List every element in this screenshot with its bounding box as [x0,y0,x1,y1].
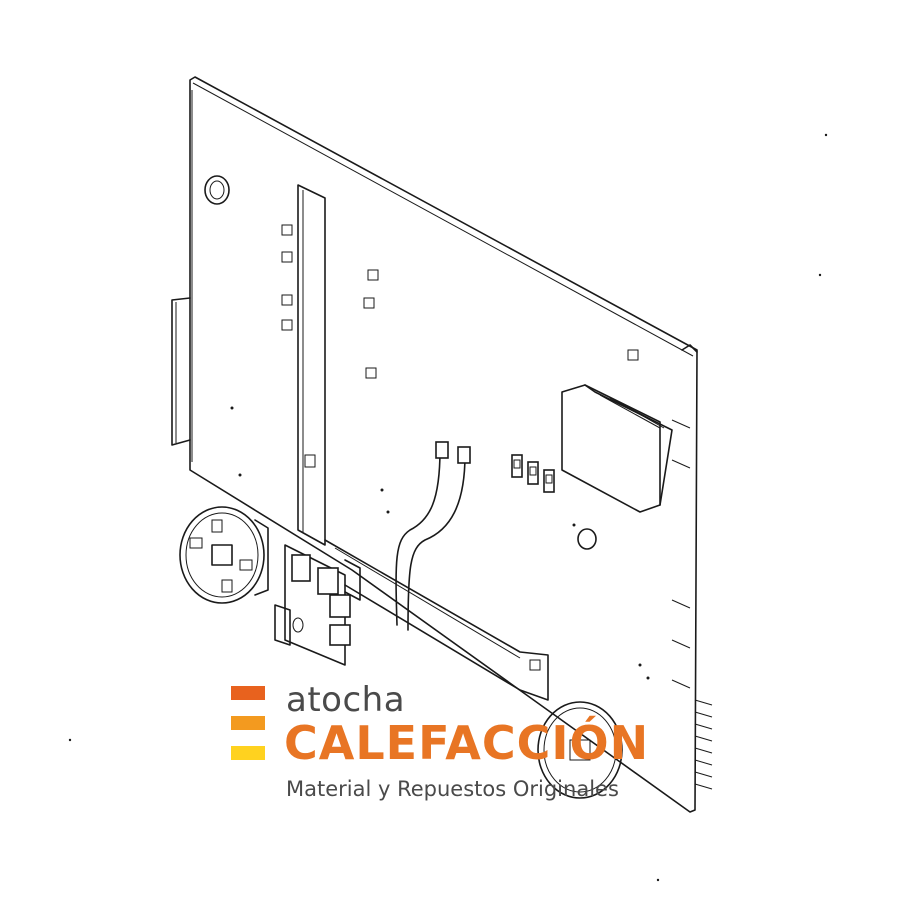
speckle-dots [68,133,828,882]
pcb-board [171,76,698,813]
logo-line1: atocha [286,680,406,720]
ribbon-strip-vertical [297,184,326,546]
relay-block [561,384,673,513]
logo-tagline: Material y Repuestos Originales [286,777,619,801]
atocha-calefaccion-logo: atocha CALEFACCIÓN Material y Repuestos … [228,680,668,810]
small-components [281,224,639,671]
ribbon-strip-diagonal [324,539,549,701]
curved-cable [395,441,471,631]
mount-hole [204,175,597,550]
logo-bar-bottom [231,746,265,760]
rotary-knob-left [179,506,269,604]
logo-bar-top [231,686,265,700]
logo-bar-middle [231,716,265,730]
rotary-knob-right [537,701,623,799]
logo-line2: CALEFACCIÓN [284,716,650,770]
switch-cluster [274,544,361,666]
connector-group [511,454,555,493]
pin-header-right [671,344,713,790]
